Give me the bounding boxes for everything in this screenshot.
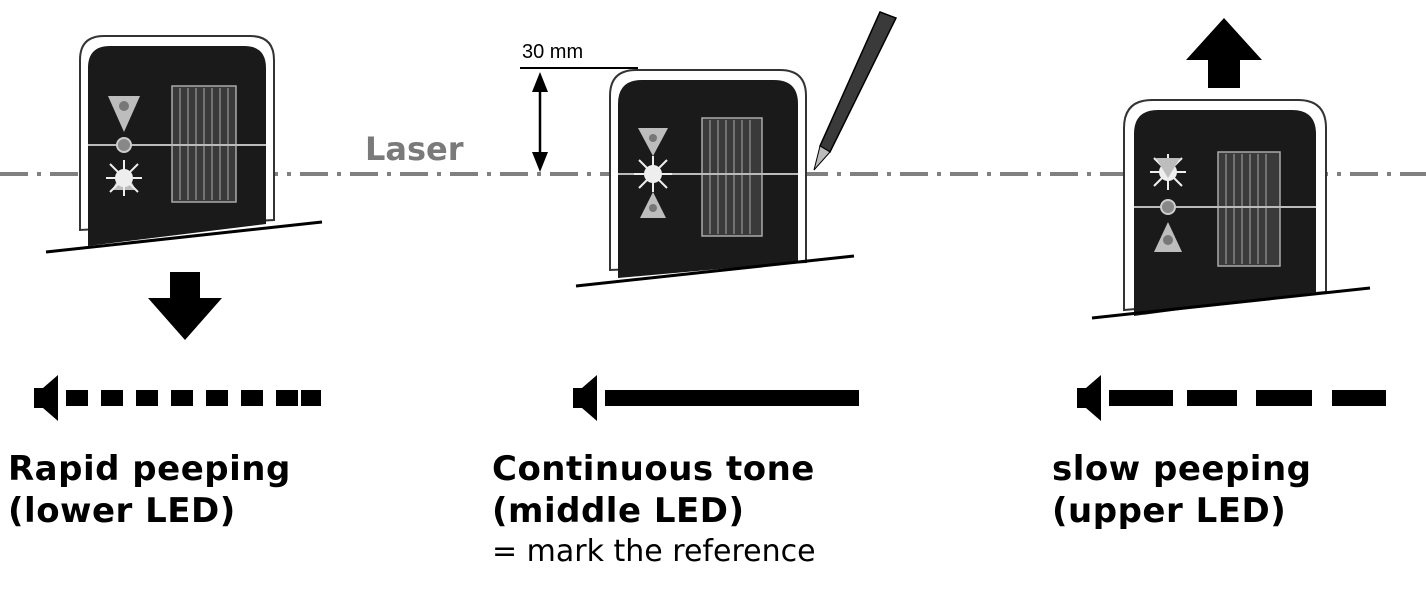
caption-note: = mark the reference <box>492 534 816 569</box>
arrow-up-icon <box>1186 18 1262 88</box>
rapid-beep-pattern <box>66 390 321 406</box>
caption-line-1: slow peeping <box>1052 449 1312 489</box>
arrow-down-icon <box>148 272 222 340</box>
caption-line-2: (middle LED) <box>492 491 745 531</box>
caption-continuous: Continuous tone (middle LED) = mark the … <box>492 448 816 572</box>
laser-label: Laser <box>365 130 464 168</box>
led-icon <box>106 96 142 196</box>
continuous-tone-pattern <box>605 390 859 406</box>
speaker-icon <box>34 375 58 421</box>
pencil-icon <box>813 11 898 171</box>
slow-beep-pattern <box>1109 390 1386 406</box>
caption-line-2: (lower LED) <box>8 491 236 531</box>
device-icon <box>1091 99 1371 320</box>
caption-slow: slow peeping (upper LED) <box>1052 448 1312 532</box>
caption-line-2: (upper LED) <box>1052 491 1287 531</box>
speaker-icon <box>1077 375 1101 421</box>
speaker-icon <box>573 375 597 421</box>
measurement-arrow <box>532 72 548 172</box>
caption-line-1: Rapid peeping <box>8 449 291 489</box>
device-icon <box>575 69 855 288</box>
caption-line-1: Continuous tone <box>492 449 815 489</box>
caption-rapid: Rapid peeping (lower LED) <box>8 448 291 532</box>
device-icon <box>45 35 323 254</box>
led-icon <box>634 128 672 218</box>
measurement-label: 30 mm <box>522 41 583 63</box>
led-icon <box>1150 154 1186 252</box>
